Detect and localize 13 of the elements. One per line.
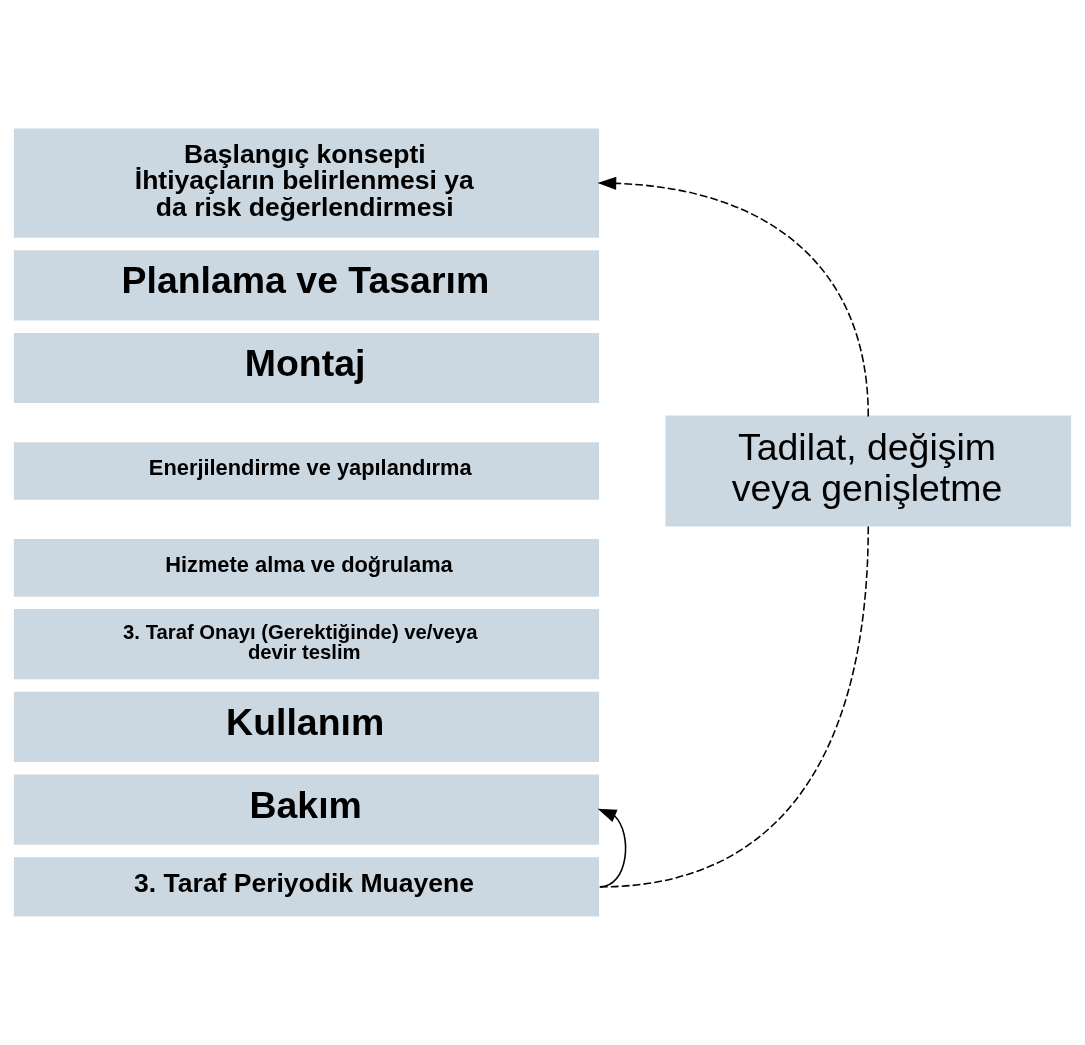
connector xyxy=(599,524,870,888)
node-box: Başlangıç konsepti İhtiyaçların belirlenmesi ya da risk değerlendirmesi xyxy=(13,128,600,238)
node-box: Tadilat, değişim veya genişletme xyxy=(665,415,1072,527)
node-box: 3. Taraf Periyodik Muayene xyxy=(13,857,600,917)
node-box: Hizmete alma ve doğrulama xyxy=(13,538,600,597)
node-box: Kullanım xyxy=(13,691,600,763)
node-box: Bakım xyxy=(13,774,600,845)
node-box: 3. Taraf Onayı (Gerektiğinde) ve/veya devir teslim xyxy=(13,609,600,680)
node-box: Planlama ve Tasarım xyxy=(13,250,600,321)
arrow xyxy=(597,808,627,888)
node-box: Montaj xyxy=(13,332,600,404)
arrow xyxy=(597,176,870,418)
node-box: Enerjilendirme ve yapılandırma xyxy=(13,442,600,500)
